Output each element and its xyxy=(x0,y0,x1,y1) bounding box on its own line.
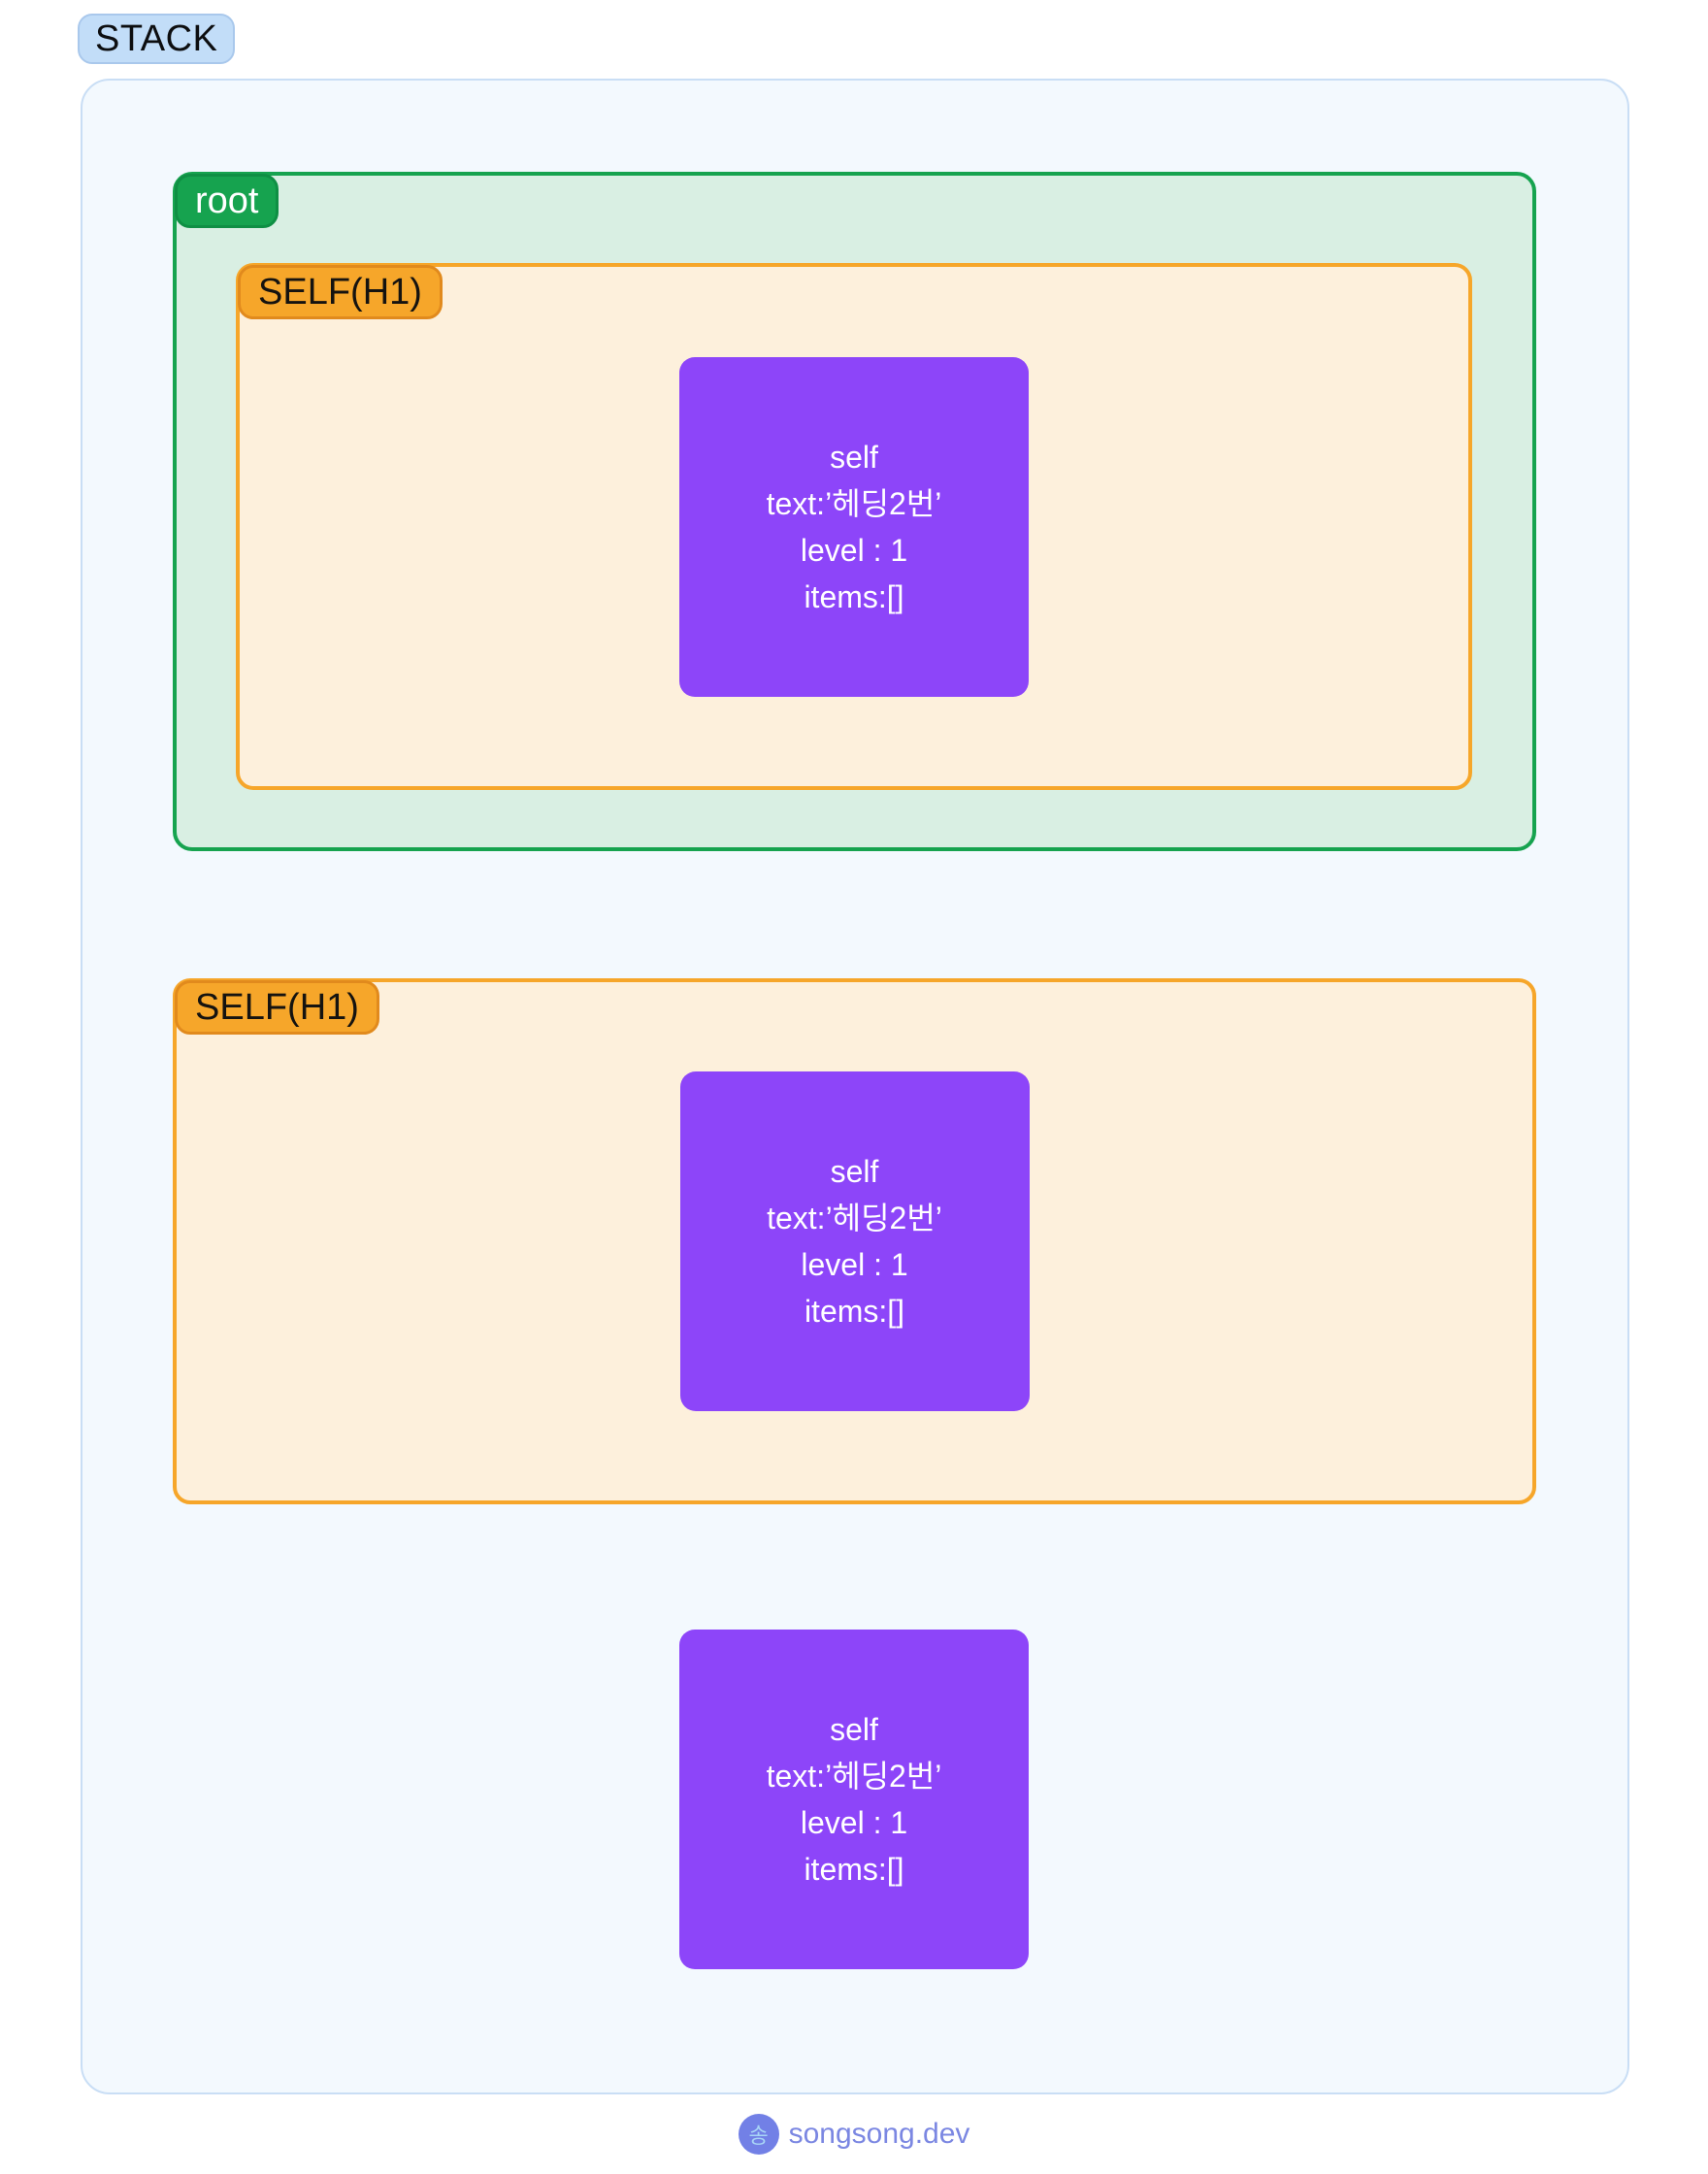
site-name: songsong.dev xyxy=(788,2118,970,2150)
node-line: items:[] xyxy=(804,1852,904,1887)
node-line: text:’헤딩2번’ xyxy=(767,1201,942,1235)
songsong-logo-icon: 송 xyxy=(738,2114,779,2155)
heading-node-1: self text:’헤딩2번’ level : 1 items:[] xyxy=(679,356,1029,697)
root-badge: root xyxy=(175,174,279,228)
self-h1-badge-2: SELF(H1) xyxy=(175,980,379,1035)
footer: 송 songsong.dev xyxy=(0,2114,1708,2155)
node-line: level : 1 xyxy=(800,1805,908,1840)
stack-canvas: root SELF(H1) self text:’헤딩2번’ level : 1… xyxy=(81,79,1629,2094)
heading-node-2: self text:’헤딩2번’ level : 1 items:[] xyxy=(679,1071,1030,1411)
node-line: items:[] xyxy=(804,578,904,614)
self-h1-container-2: SELF(H1) self text:’헤딩2번’ level : 1 item… xyxy=(173,978,1536,1504)
node-line: level : 1 xyxy=(800,532,908,568)
node-line: items:[] xyxy=(804,1294,905,1329)
node-line: text:’헤딩2번’ xyxy=(766,1759,942,1794)
node-line: self xyxy=(830,1712,878,1747)
self-h1-badge-1: SELF(H1) xyxy=(238,265,443,319)
node-line: text:’헤딩2번’ xyxy=(766,485,942,521)
node-line: level : 1 xyxy=(801,1247,908,1282)
stack-title-badge: STACK xyxy=(78,14,236,64)
root-container: root SELF(H1) self text:’헤딩2번’ level : 1… xyxy=(173,172,1536,851)
self-h1-container-1: SELF(H1) self text:’헤딩2번’ level : 1 item… xyxy=(236,263,1472,790)
heading-node-3: self text:’헤딩2번’ level : 1 items:[] xyxy=(679,1630,1029,1969)
node-line: self xyxy=(830,439,878,475)
node-line: self xyxy=(830,1154,879,1189)
